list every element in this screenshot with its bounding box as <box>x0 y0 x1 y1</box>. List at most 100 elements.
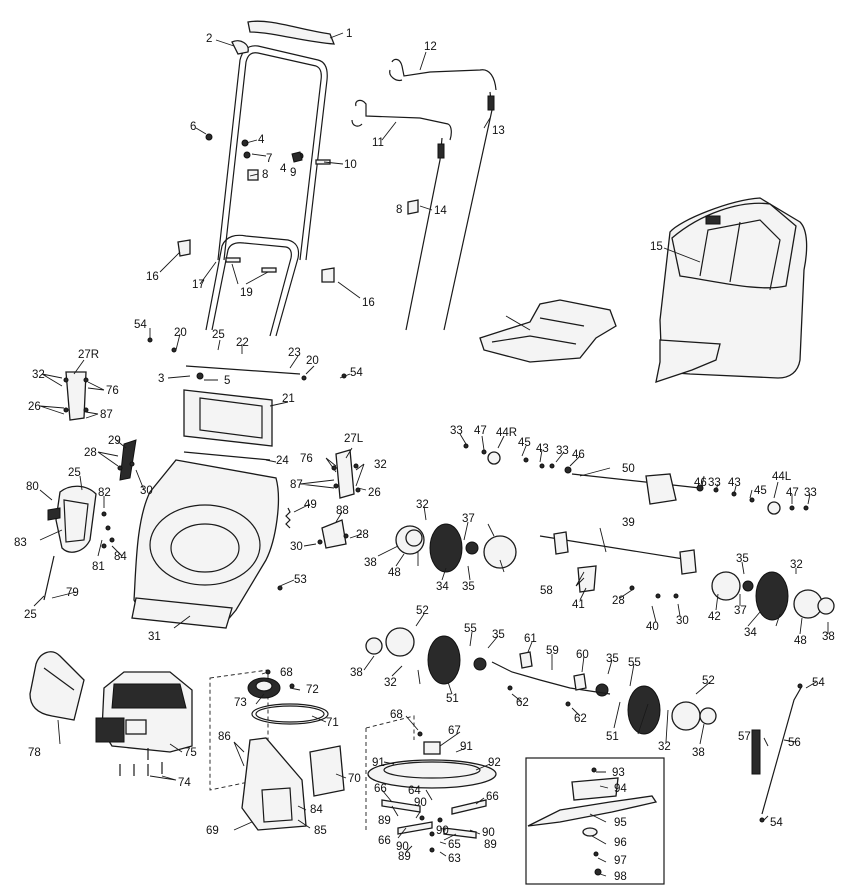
leader-lines <box>33 32 829 877</box>
callout-number: 76 <box>300 453 313 465</box>
callout-number: 38 <box>692 747 705 759</box>
callout-number: 39 <box>622 517 635 529</box>
rod-23-part <box>185 365 301 375</box>
callout-number: 57 <box>738 731 751 743</box>
washer-part <box>465 541 479 555</box>
callout-number: 5 <box>224 375 230 387</box>
callout-number: 75 <box>184 747 197 759</box>
callout-number: 32 <box>374 459 387 471</box>
callout-number: 25 <box>24 609 37 621</box>
callout-number: 55 <box>464 623 477 635</box>
blade-disc-92-part <box>367 731 497 789</box>
callout-number: 94 <box>614 783 627 795</box>
callout-number: 89 <box>484 839 497 851</box>
callout-number: 11 <box>372 137 384 149</box>
blade-inset <box>525 757 665 885</box>
callout-number: 90 <box>482 827 495 839</box>
callout-number: 93 <box>612 767 625 779</box>
tyre-part <box>429 523 463 573</box>
callout-number: 80 <box>26 481 39 493</box>
callout-number: 17 <box>192 279 205 291</box>
callout-number: 81 <box>92 561 105 573</box>
callout-number: 35 <box>462 581 475 593</box>
callout-number: 40 <box>646 621 659 633</box>
callout-number: 46 <box>572 449 585 461</box>
callout-number: 4 <box>258 134 265 146</box>
callout-number: 21 <box>282 393 295 405</box>
callout-number: 54 <box>134 319 147 331</box>
callout-number: 78 <box>28 747 41 759</box>
control-bar-12-part <box>389 58 497 91</box>
callout-number: 10 <box>344 159 357 171</box>
callout-number: 8 <box>262 169 268 181</box>
callout-number: 58 <box>540 585 553 597</box>
engine-75-part <box>95 671 193 760</box>
callout-number: 46 <box>694 477 707 489</box>
callout-number: 31 <box>148 631 161 643</box>
side-plate-27L-part <box>335 449 355 499</box>
callout-number: 37 <box>462 513 475 525</box>
callout-number: 74 <box>178 777 191 789</box>
callout-number: 34 <box>744 627 757 639</box>
callout-number: 62 <box>574 713 587 725</box>
callout-number: 37 <box>734 605 747 617</box>
front-bar-59-part <box>491 651 611 707</box>
tyre-part <box>427 635 461 685</box>
callout-number: 59 <box>546 645 559 657</box>
callout-number: 33 <box>556 445 569 457</box>
rod-24-part <box>183 451 271 461</box>
blade-area-dashed <box>365 715 415 830</box>
callout-number: 12 <box>424 41 437 53</box>
callout-number: 20 <box>306 355 319 367</box>
callout-number: 22 <box>236 337 249 349</box>
callout-number: 27R <box>78 349 99 361</box>
callout-number: 24 <box>276 455 289 467</box>
wheel-hub-part <box>365 637 383 655</box>
wheel-hub-part <box>671 701 701 731</box>
callout-number: 60 <box>576 649 589 661</box>
callout-number: 56 <box>788 737 801 749</box>
callout-number: 72 <box>306 684 319 696</box>
wheel-group <box>365 523 835 735</box>
callout-number: 54 <box>350 367 363 379</box>
callout-number: 52 <box>416 605 429 617</box>
rod-79-part <box>43 555 55 601</box>
callout-number: 28 <box>612 595 625 607</box>
bracket-88-part <box>321 519 347 549</box>
side-flap-83-part <box>47 485 97 553</box>
callout-number: 30 <box>676 615 689 627</box>
callout-number: 83 <box>14 537 27 549</box>
callout-number: 66 <box>374 783 387 795</box>
callout-number: 49 <box>304 499 317 511</box>
callout-number: 16 <box>146 271 159 283</box>
callout-number: 30 <box>140 485 153 497</box>
callout-number: 89 <box>398 851 411 863</box>
callout-number: 44R <box>496 427 517 439</box>
callout-number: 54 <box>770 817 783 829</box>
callout-number: 38 <box>350 667 363 679</box>
callout-number: 32 <box>384 677 397 689</box>
callout-number: 71 <box>326 717 339 729</box>
engine-bolts-74 <box>119 762 163 776</box>
rear-axle-50-part <box>463 443 809 515</box>
handle-grip-part <box>247 20 335 45</box>
callout-number: 48 <box>794 635 807 647</box>
callout-number: 35 <box>492 629 505 641</box>
callout-number: 19 <box>240 287 253 299</box>
callout-number: 69 <box>206 825 219 837</box>
callout-number: 32 <box>658 741 671 753</box>
rear-guard-78-part <box>29 651 85 721</box>
mulch-plug-part <box>479 299 617 363</box>
callout-number: 27L <box>344 433 364 445</box>
callout-number: 51 <box>606 731 619 743</box>
callout-number: 23 <box>288 347 301 359</box>
callout-number: 38 <box>364 557 377 569</box>
spring-49-part <box>285 507 291 529</box>
callout-number: 3 <box>158 373 164 385</box>
tyre-part <box>755 571 789 621</box>
callout-number: 55 <box>628 657 641 669</box>
callout-number: 84 <box>310 804 323 816</box>
callout-number: 13 <box>492 125 505 137</box>
callout-number: 91 <box>460 741 473 753</box>
callout-number: 9 <box>290 167 296 179</box>
